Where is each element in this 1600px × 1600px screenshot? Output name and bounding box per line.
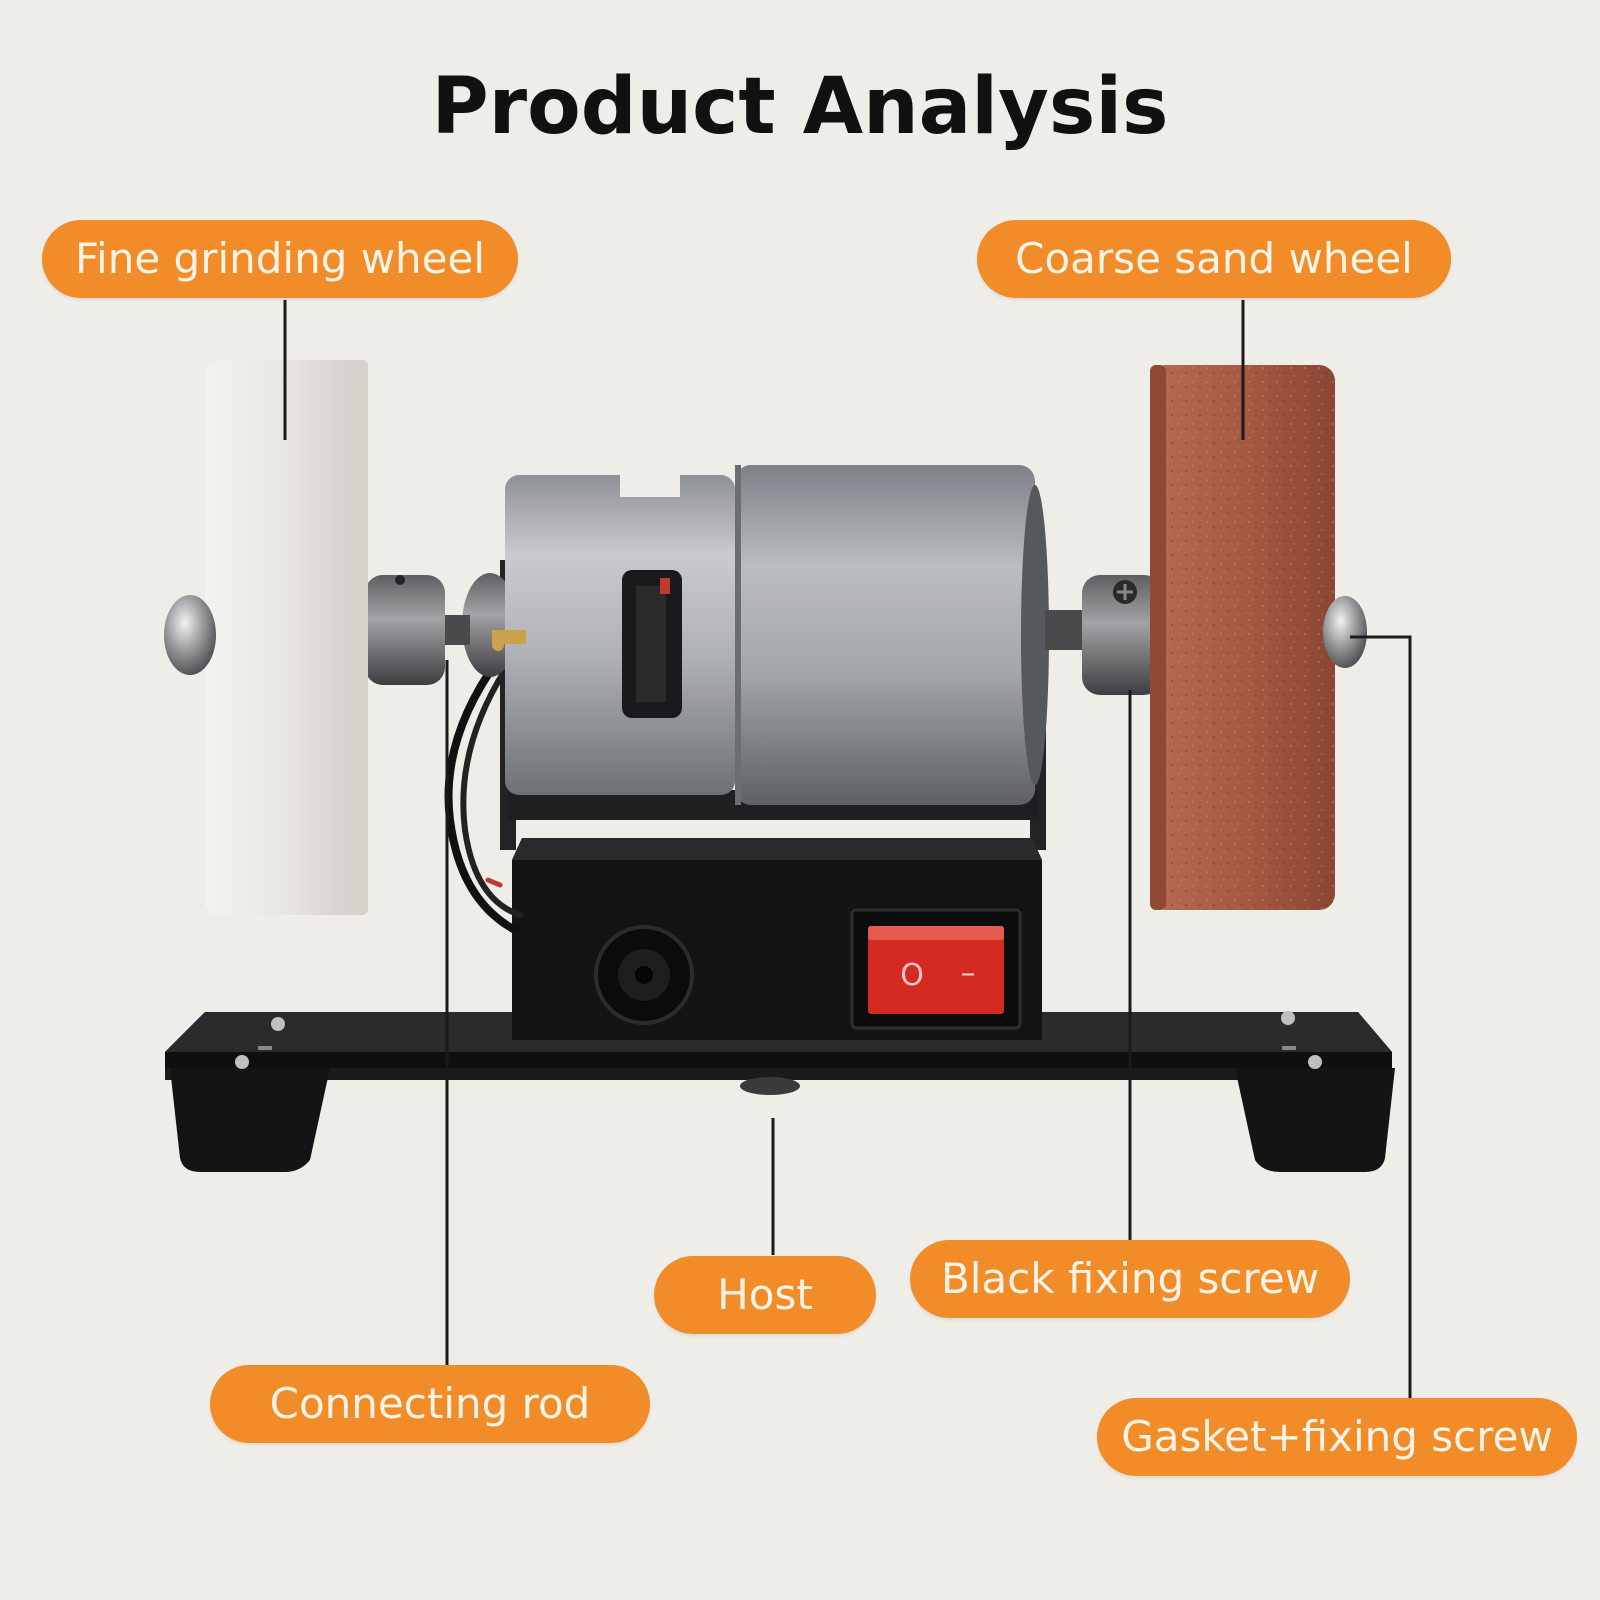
switch-off-symbol: – [961, 956, 976, 991]
label-connecting-rod: Connecting rod [210, 1365, 650, 1443]
motor [462, 465, 1049, 805]
base-plate [165, 1011, 1395, 1172]
right-hub [1045, 575, 1162, 695]
label-host: Host [654, 1256, 876, 1334]
page-title: Product Analysis [431, 62, 1169, 152]
left-hub [365, 575, 470, 685]
label-coarse-sand-wheel: Coarse sand wheel [977, 220, 1451, 298]
control-box [512, 838, 1042, 1040]
fine-grinding-wheel [164, 360, 368, 915]
switch-on-symbol: O [900, 958, 924, 993]
label-black-fixing-screw: Black fixing screw [910, 1240, 1350, 1318]
label-gasket-fixing-screw: Gasket+fixing screw [1097, 1398, 1577, 1476]
label-fine-grinding-wheel: Fine grinding wheel [42, 220, 518, 298]
leader-lines [283, 300, 1412, 1398]
coarse-sand-wheel [1150, 365, 1367, 910]
wires [444, 656, 523, 934]
